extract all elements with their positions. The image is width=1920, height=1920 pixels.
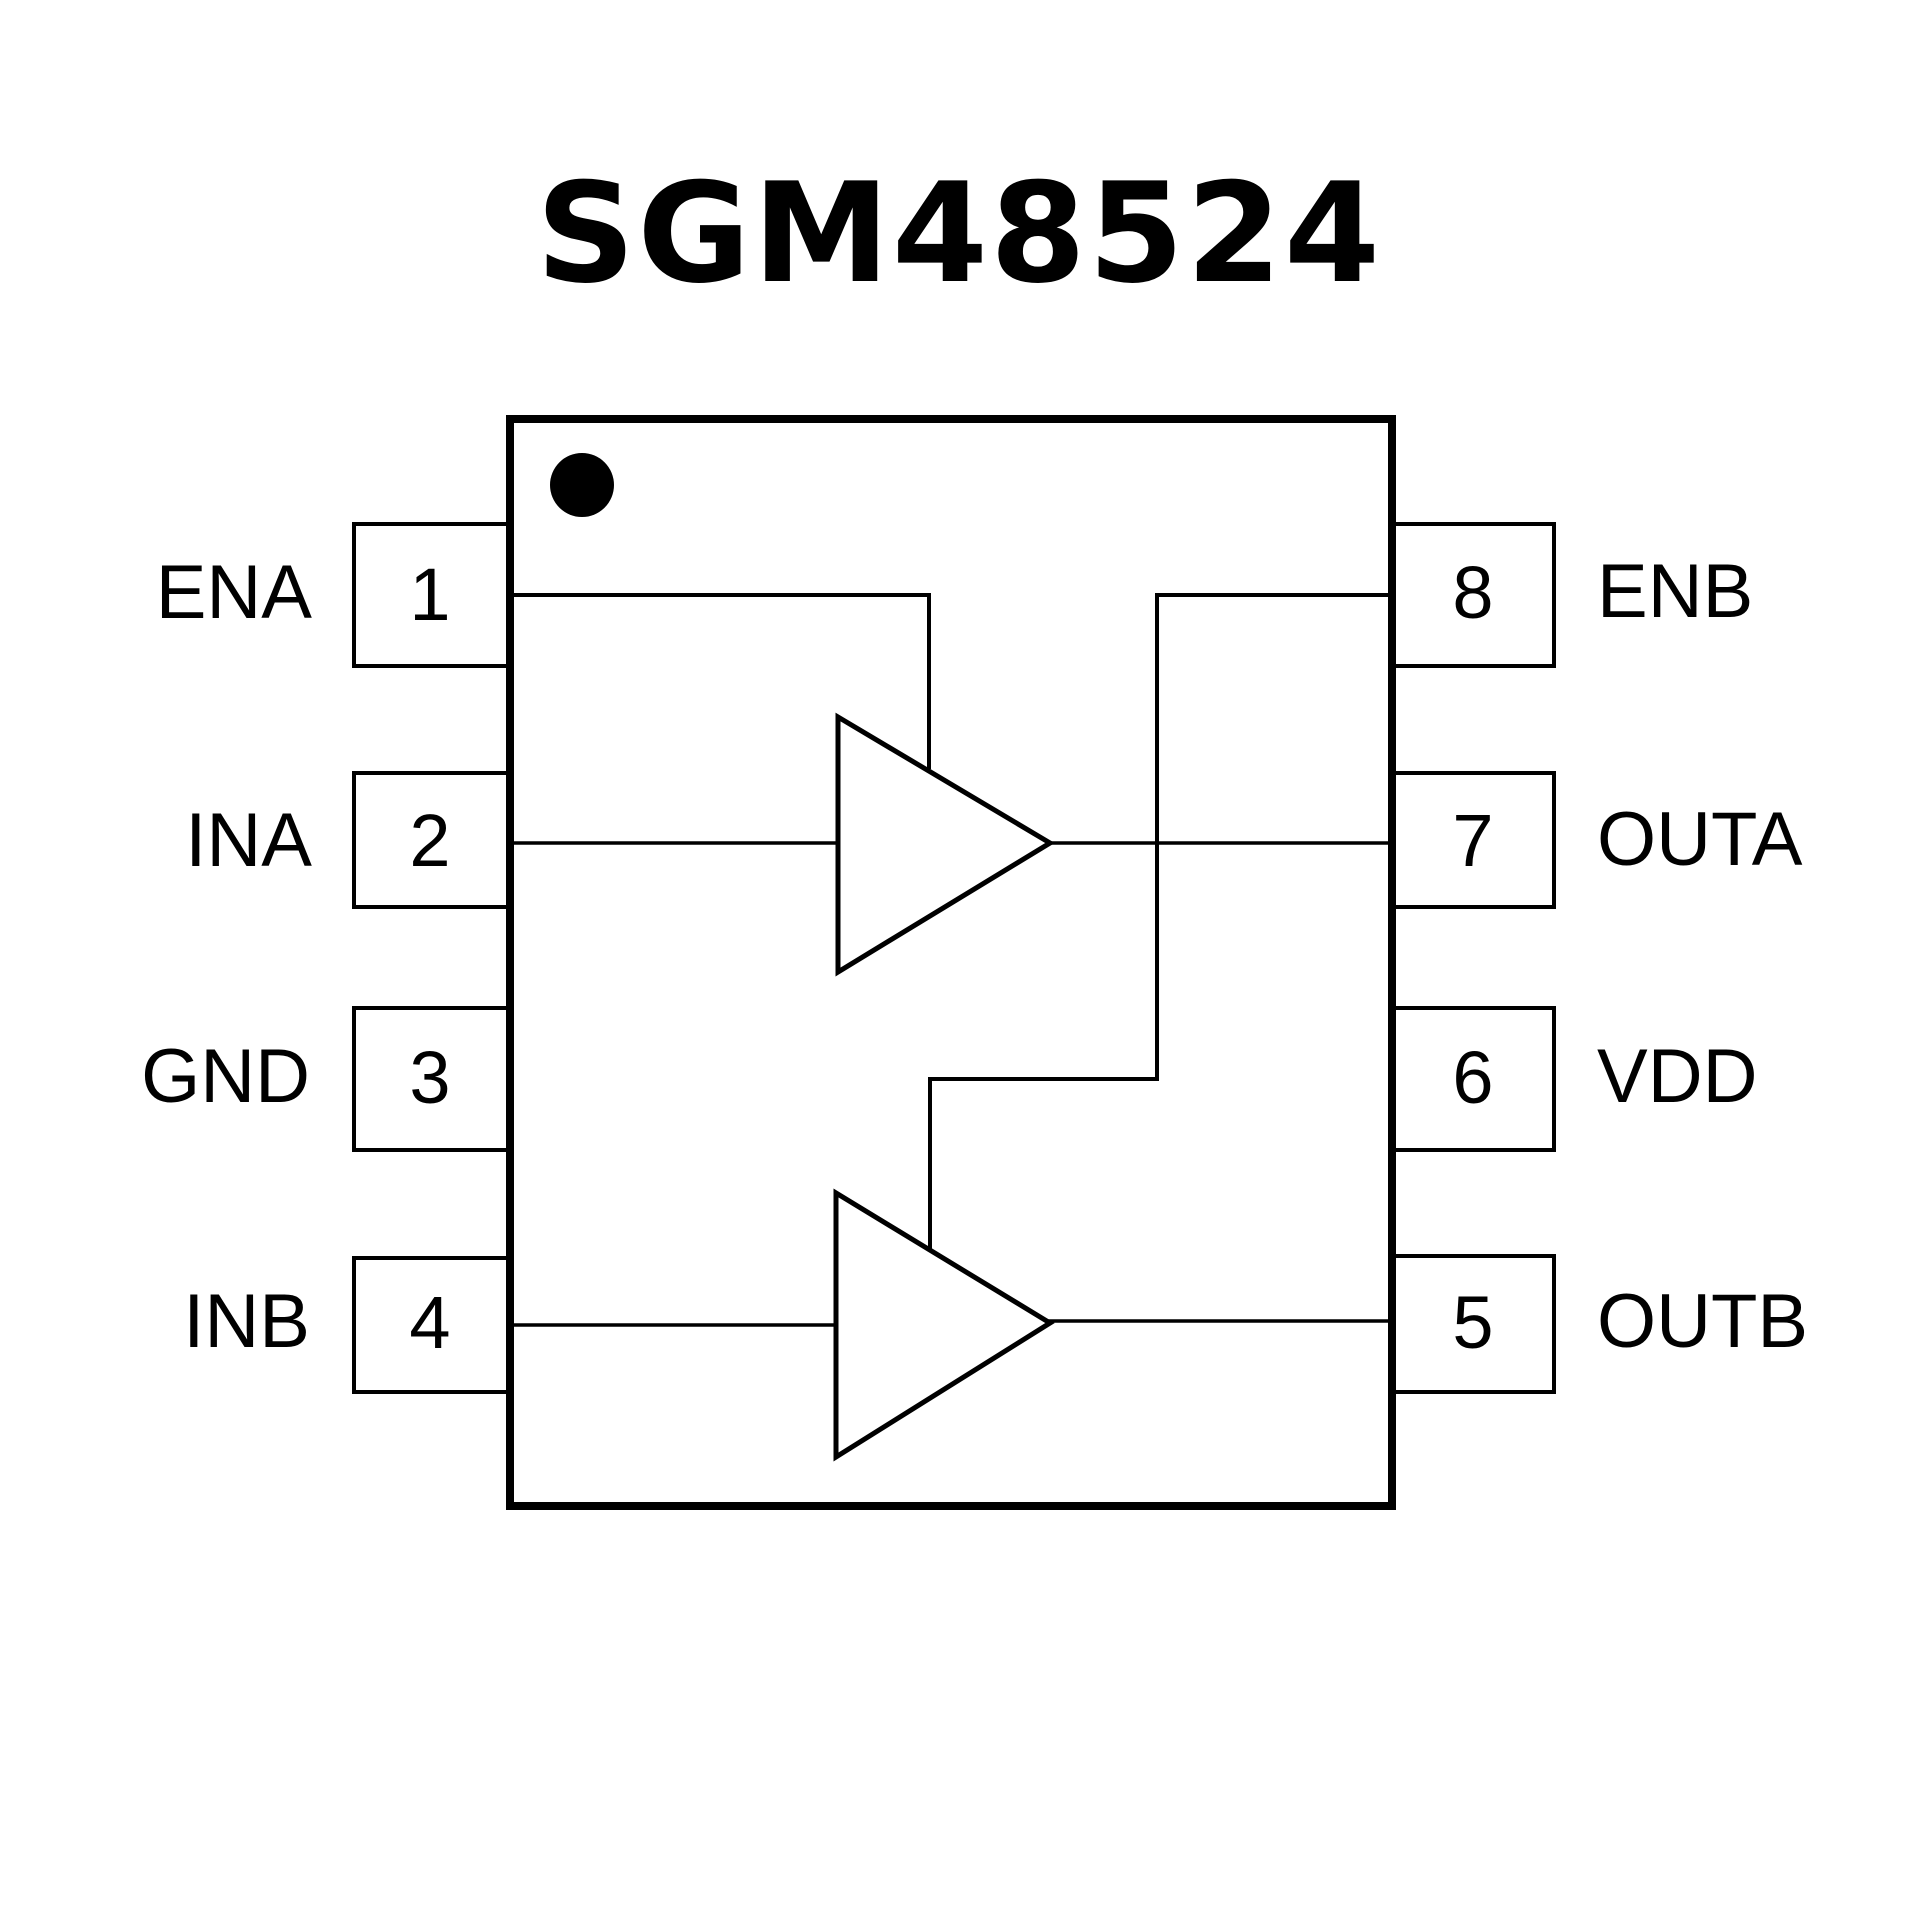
buffer-b-triangle bbox=[833, 1188, 1055, 1462]
wire-ena bbox=[512, 593, 931, 769]
pin-label-gnd: GND bbox=[141, 1034, 310, 1119]
pin-number-1: 1 bbox=[409, 553, 450, 636]
pin-number-2: 2 bbox=[409, 799, 450, 882]
pin-label-enb: ENB bbox=[1597, 549, 1753, 634]
wires bbox=[512, 593, 1390, 1327]
pin-number-3: 3 bbox=[409, 1036, 450, 1119]
right-pins bbox=[1390, 522, 1556, 1394]
left-pins bbox=[352, 522, 512, 1394]
buffer-a-triangle bbox=[835, 712, 1055, 977]
pin1-marker-dot bbox=[550, 453, 614, 517]
pin-number-7: 7 bbox=[1452, 799, 1493, 882]
package-body bbox=[506, 415, 1396, 1510]
pin-number-4: 4 bbox=[409, 1281, 450, 1364]
pin-label-vdd: VDD bbox=[1597, 1034, 1757, 1119]
pin-number-8: 8 bbox=[1452, 551, 1493, 634]
pin-label-ina: INA bbox=[185, 798, 312, 883]
pin-label-ena: ENA bbox=[156, 550, 313, 635]
pin-number-5: 5 bbox=[1452, 1281, 1493, 1364]
pin-label-inb: INB bbox=[183, 1279, 310, 1364]
chip-title: SGM48524 bbox=[536, 153, 1382, 314]
pin-label-outb: OUTB bbox=[1597, 1279, 1808, 1364]
wire-enb bbox=[928, 593, 1390, 1250]
pin-number-6: 6 bbox=[1452, 1036, 1493, 1119]
pin-label-outa: OUTA bbox=[1597, 797, 1803, 882]
